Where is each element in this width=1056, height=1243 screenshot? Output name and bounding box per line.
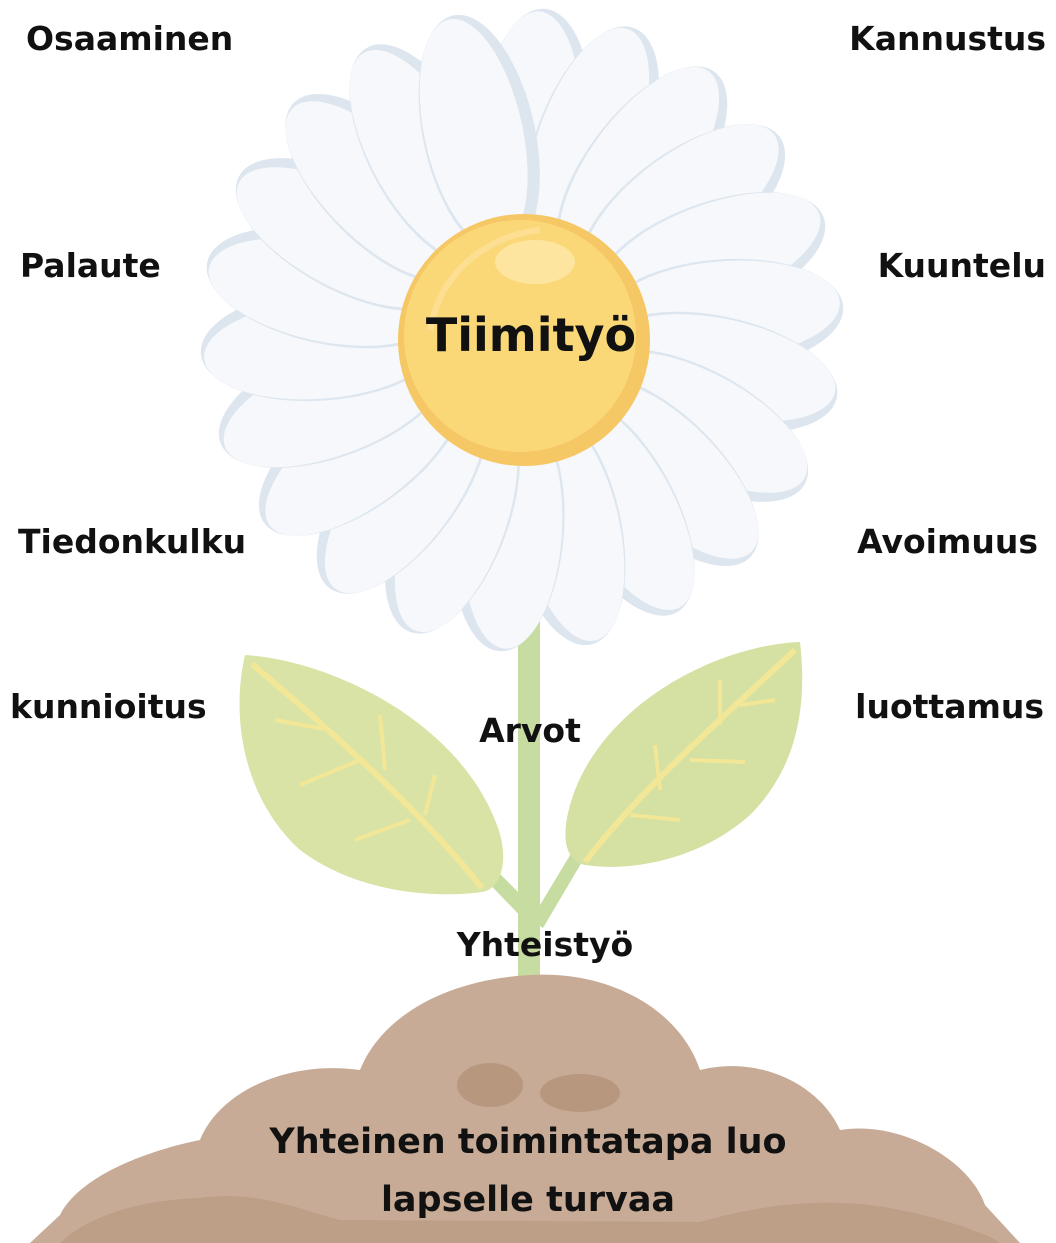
value-label-osaaminen: Osaaminen	[26, 22, 233, 55]
value-label-kunnioitus: kunnioitus	[10, 690, 207, 723]
value-label-avoimuus: Avoimuus	[857, 525, 1038, 558]
stem-label: Arvot	[440, 714, 620, 747]
left-leaf-icon	[240, 655, 504, 894]
value-label-kannustus: Kannustus	[849, 22, 1046, 55]
value-label-tiedonkulku: Tiedonkulku	[18, 525, 246, 558]
value-label-luottamus: luottamus	[855, 690, 1044, 723]
value-label-palaute: Palaute	[20, 249, 161, 282]
value-label-kuuntelu: Kuuntelu	[878, 249, 1046, 282]
right-leaf-icon	[565, 642, 802, 867]
center-label: Tiimityö	[390, 312, 672, 358]
root-label: Yhteistyö	[420, 928, 670, 961]
soil-label: Yhteinen toimintatapa luo lapselle turva…	[208, 1113, 848, 1229]
